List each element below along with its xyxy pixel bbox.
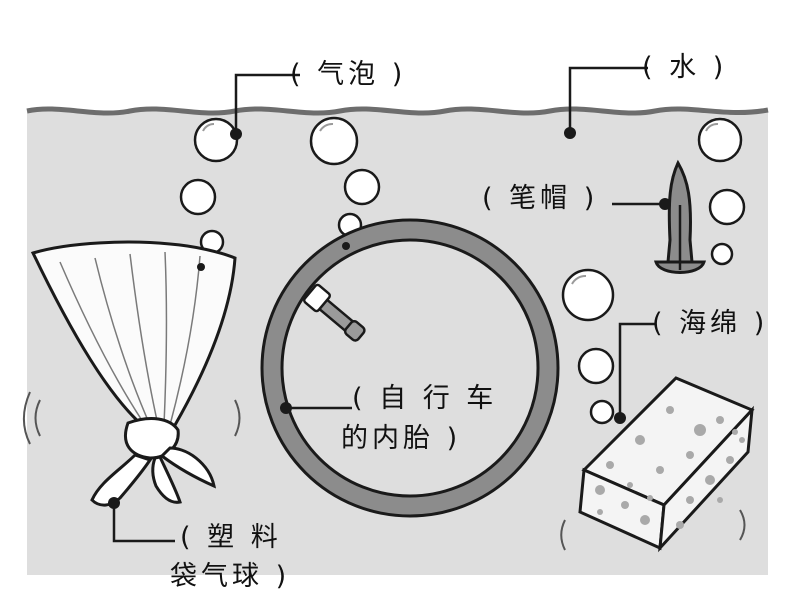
plastic-bag-balloon — [30, 240, 237, 507]
bubble — [343, 168, 381, 206]
label-leader-lines — [112, 66, 665, 543]
label-pen-cap: ( 笔帽 ) — [482, 183, 599, 214]
bubble — [697, 117, 743, 163]
bubble — [561, 268, 615, 322]
label-bag-balloon-line2: 袋气球 ) — [170, 561, 291, 592]
label-sponge: ( 海绵 ) — [652, 308, 769, 339]
bubble — [309, 116, 359, 166]
bubble — [193, 117, 239, 163]
pen-cap — [654, 159, 706, 274]
label-inner-tube-line1: ( 自 行 车 — [352, 383, 498, 414]
bubbles — [179, 116, 746, 425]
sponge — [578, 376, 755, 553]
label-inner-tube-line2: 的内胎 ) — [341, 423, 462, 454]
bubble — [708, 188, 746, 226]
bicycle-inner-tube — [260, 218, 560, 518]
water-surface-line — [26, 106, 769, 116]
label-water: ( 水 ) — [642, 52, 728, 83]
bubble — [710, 242, 734, 266]
label-bubbles: ( 气泡 ) — [290, 59, 407, 90]
bubble — [589, 399, 615, 425]
bubble — [577, 347, 615, 385]
bubble — [179, 178, 217, 216]
label-bag-balloon-line1: ( 塑 料 — [180, 522, 282, 553]
